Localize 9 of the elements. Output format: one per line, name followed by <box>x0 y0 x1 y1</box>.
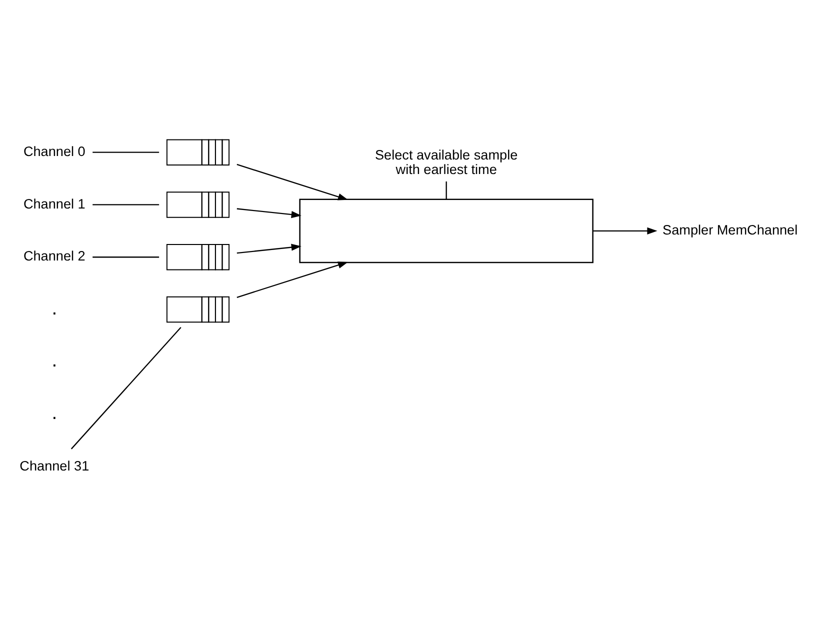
label: . <box>52 402 58 424</box>
label: . <box>52 296 58 319</box>
node-text: Channel 0 <box>23 143 86 158</box>
node-text: Channel 1 <box>23 196 86 211</box>
node-text: Select available sample with earliest time <box>375 146 518 176</box>
node-text: Sampler MemChannel <box>662 222 798 238</box>
node-text: Channel 31 <box>20 458 90 473</box>
node-text: Channel 2 <box>23 248 86 264</box>
label: . <box>52 349 58 372</box>
